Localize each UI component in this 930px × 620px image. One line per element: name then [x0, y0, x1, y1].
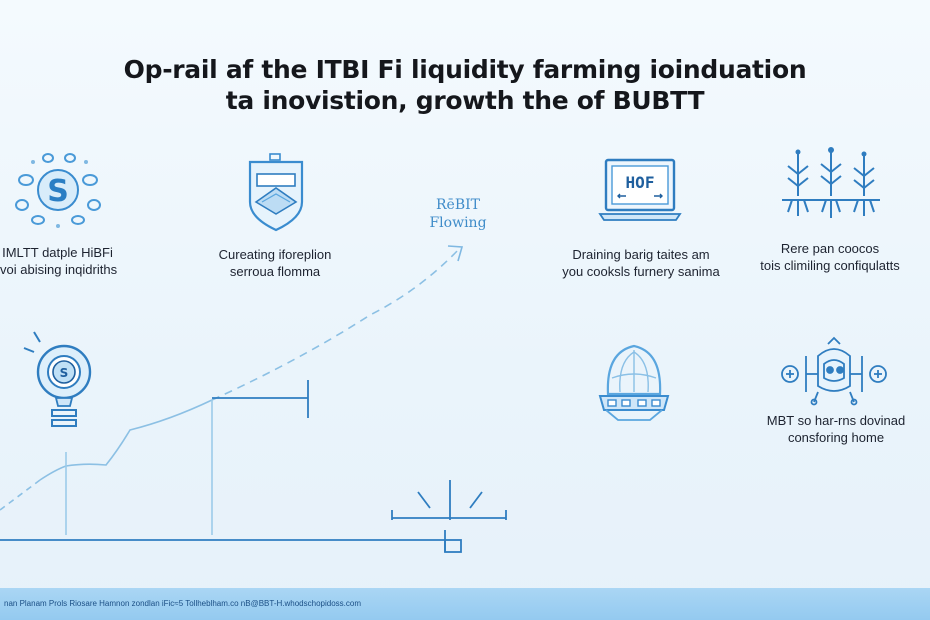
feature-caption-line: you cooksls furnery sanima	[562, 264, 720, 279]
feature-caption-line: Cureating iforeplion	[218, 247, 332, 262]
svg-text:S: S	[47, 174, 69, 209]
feature-caption-line: Draining barig taites am	[572, 247, 710, 262]
feature-caption-coin: IMLTT datple HiBFi voi abising inqidrith…	[0, 244, 118, 278]
svg-text:S: S	[60, 366, 69, 380]
feature-caption-line: Rere pan coocos	[780, 241, 880, 256]
feature-caption-line: IMLTT datple HiBFi	[2, 245, 113, 260]
feature-caption-line: tois climiling confiqulatts	[760, 258, 900, 273]
feature-caption-roots: Rere pan coocos tois climiling confiqula…	[742, 240, 918, 274]
shield-icon	[248, 153, 304, 232]
footer-text: nan Planam Prols Riosare Hamnon zondlan …	[4, 599, 361, 608]
flow-label: RēBIT Flowing	[418, 196, 498, 232]
robot-head-icon	[781, 336, 887, 406]
svg-text:HOF: HOF	[626, 173, 655, 192]
lightbulb-coin-icon: S	[23, 331, 92, 427]
baseline-marker	[444, 539, 462, 553]
plant-roots-icon	[782, 147, 880, 218]
feature-caption-line: voi abising inqidriths	[0, 262, 118, 277]
growth-line-dashed	[0, 479, 41, 511]
growth-arrow-head	[447, 245, 464, 262]
growth-line-solid	[39, 399, 213, 481]
page-title: Op-rail af the ITBI Fi liquidity farming…	[123, 55, 807, 84]
feature-caption-robot: MBT so har-rns dovinad consforing home	[756, 412, 916, 446]
flow-label-line: RēBIT	[436, 197, 480, 213]
feature-caption-line: consforing home	[787, 430, 885, 445]
coin-s-icon: S	[15, 153, 101, 228]
feature-caption-line: MBT so har-rns dovinad	[766, 413, 906, 428]
feature-caption-monitor: Draining barig taites am you cooksls fur…	[556, 246, 726, 280]
feature-caption-line: serroua flomma	[229, 264, 321, 279]
feature-caption-shield: Cureating iforeplion serroua flomma	[200, 246, 350, 280]
page-subtitle: ta inovistion, growth the of BUBTT	[225, 86, 705, 115]
growth-line-upper	[211, 247, 461, 401]
footer-bar: nan Planam Prols Riosare Hamnon zondlan …	[0, 588, 930, 620]
helmet-icon	[598, 344, 670, 421]
monitor-icon: HOF	[598, 158, 682, 221]
flow-label-line: Flowing	[429, 215, 487, 231]
